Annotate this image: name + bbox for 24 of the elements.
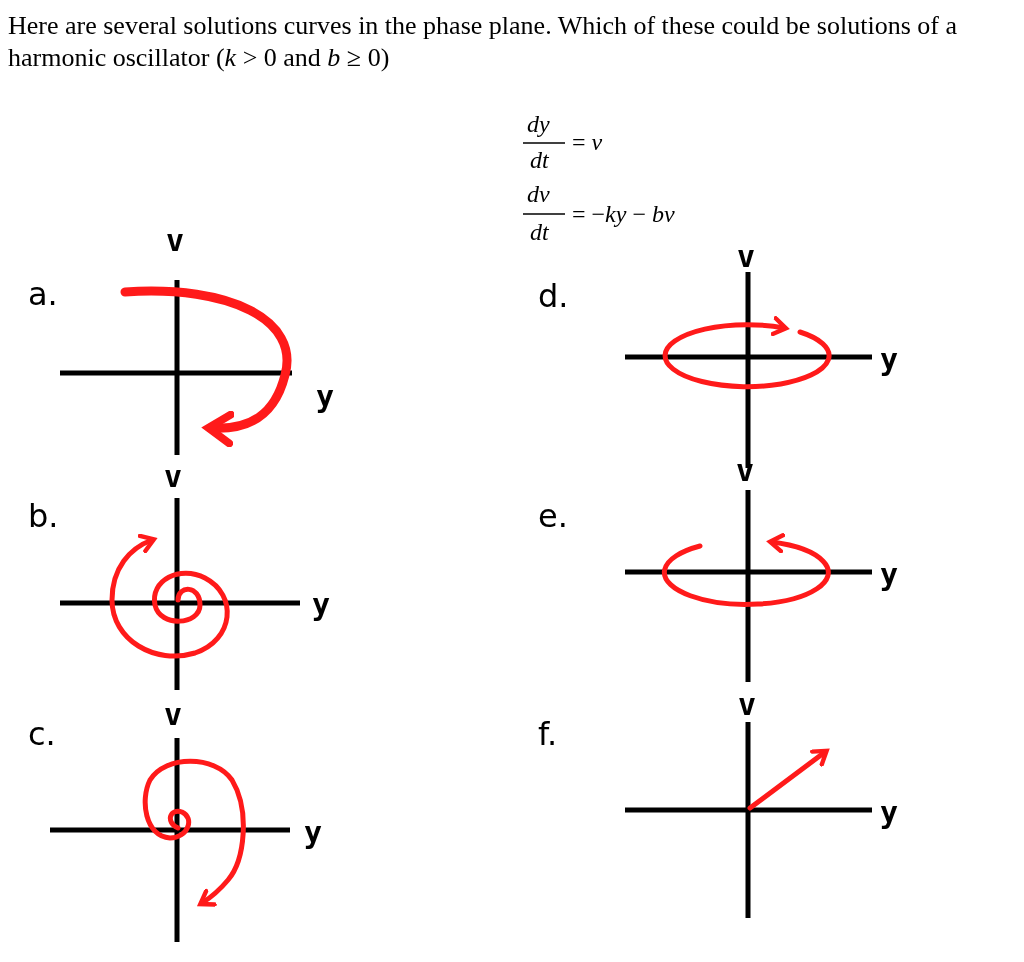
math-text: dy <box>527 112 550 136</box>
math-text: dv <box>527 182 550 206</box>
axis-label: y <box>304 818 323 848</box>
math-text: dt <box>530 148 549 172</box>
question-text: Here are several solutions curves in the phase plane. Which of these could be solutions of a harmonic oscillator (k > 0 and b ≥ 0) <box>8 10 958 74</box>
panel-letter: d. <box>538 280 569 312</box>
math-text: = v <box>572 130 603 154</box>
panel-letter: e. <box>538 500 568 532</box>
axis-label: y <box>880 345 899 375</box>
panel-letter: a. <box>28 278 58 310</box>
math-text: = −ky − bv <box>572 202 675 226</box>
axis-label: y <box>880 560 899 590</box>
axis-label: v <box>737 242 756 272</box>
axis-label: v <box>166 226 185 256</box>
axis-label: v <box>164 462 183 492</box>
axis-label: v <box>738 690 757 720</box>
math-text: dt <box>530 220 549 244</box>
panel-letter: c. <box>28 718 56 750</box>
panel-letter: b. <box>28 500 59 532</box>
axis-label: y <box>880 798 899 828</box>
axis-label: y <box>312 590 331 620</box>
axis-label: y <box>316 382 335 412</box>
axis-label: v <box>164 700 183 730</box>
panel-letter: f. <box>538 718 558 750</box>
